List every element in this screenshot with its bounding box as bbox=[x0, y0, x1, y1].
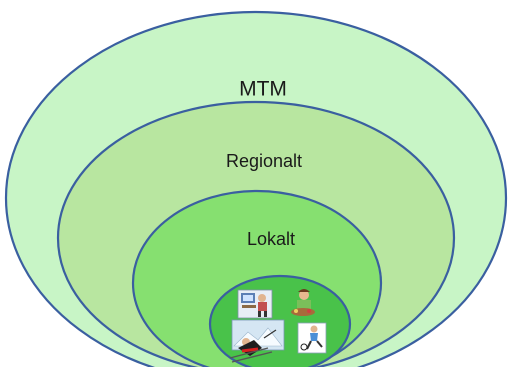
person-playing-football-icon bbox=[297, 322, 327, 354]
person-cooking-icon bbox=[291, 289, 315, 316]
label-lokalt: Lokalt bbox=[247, 229, 295, 249]
label-regionalt: Regionalt bbox=[226, 151, 302, 171]
label-mtm: MTM bbox=[239, 78, 287, 101]
person-at-computer-icon bbox=[237, 289, 273, 319]
skiing-person-icon bbox=[229, 319, 285, 363]
